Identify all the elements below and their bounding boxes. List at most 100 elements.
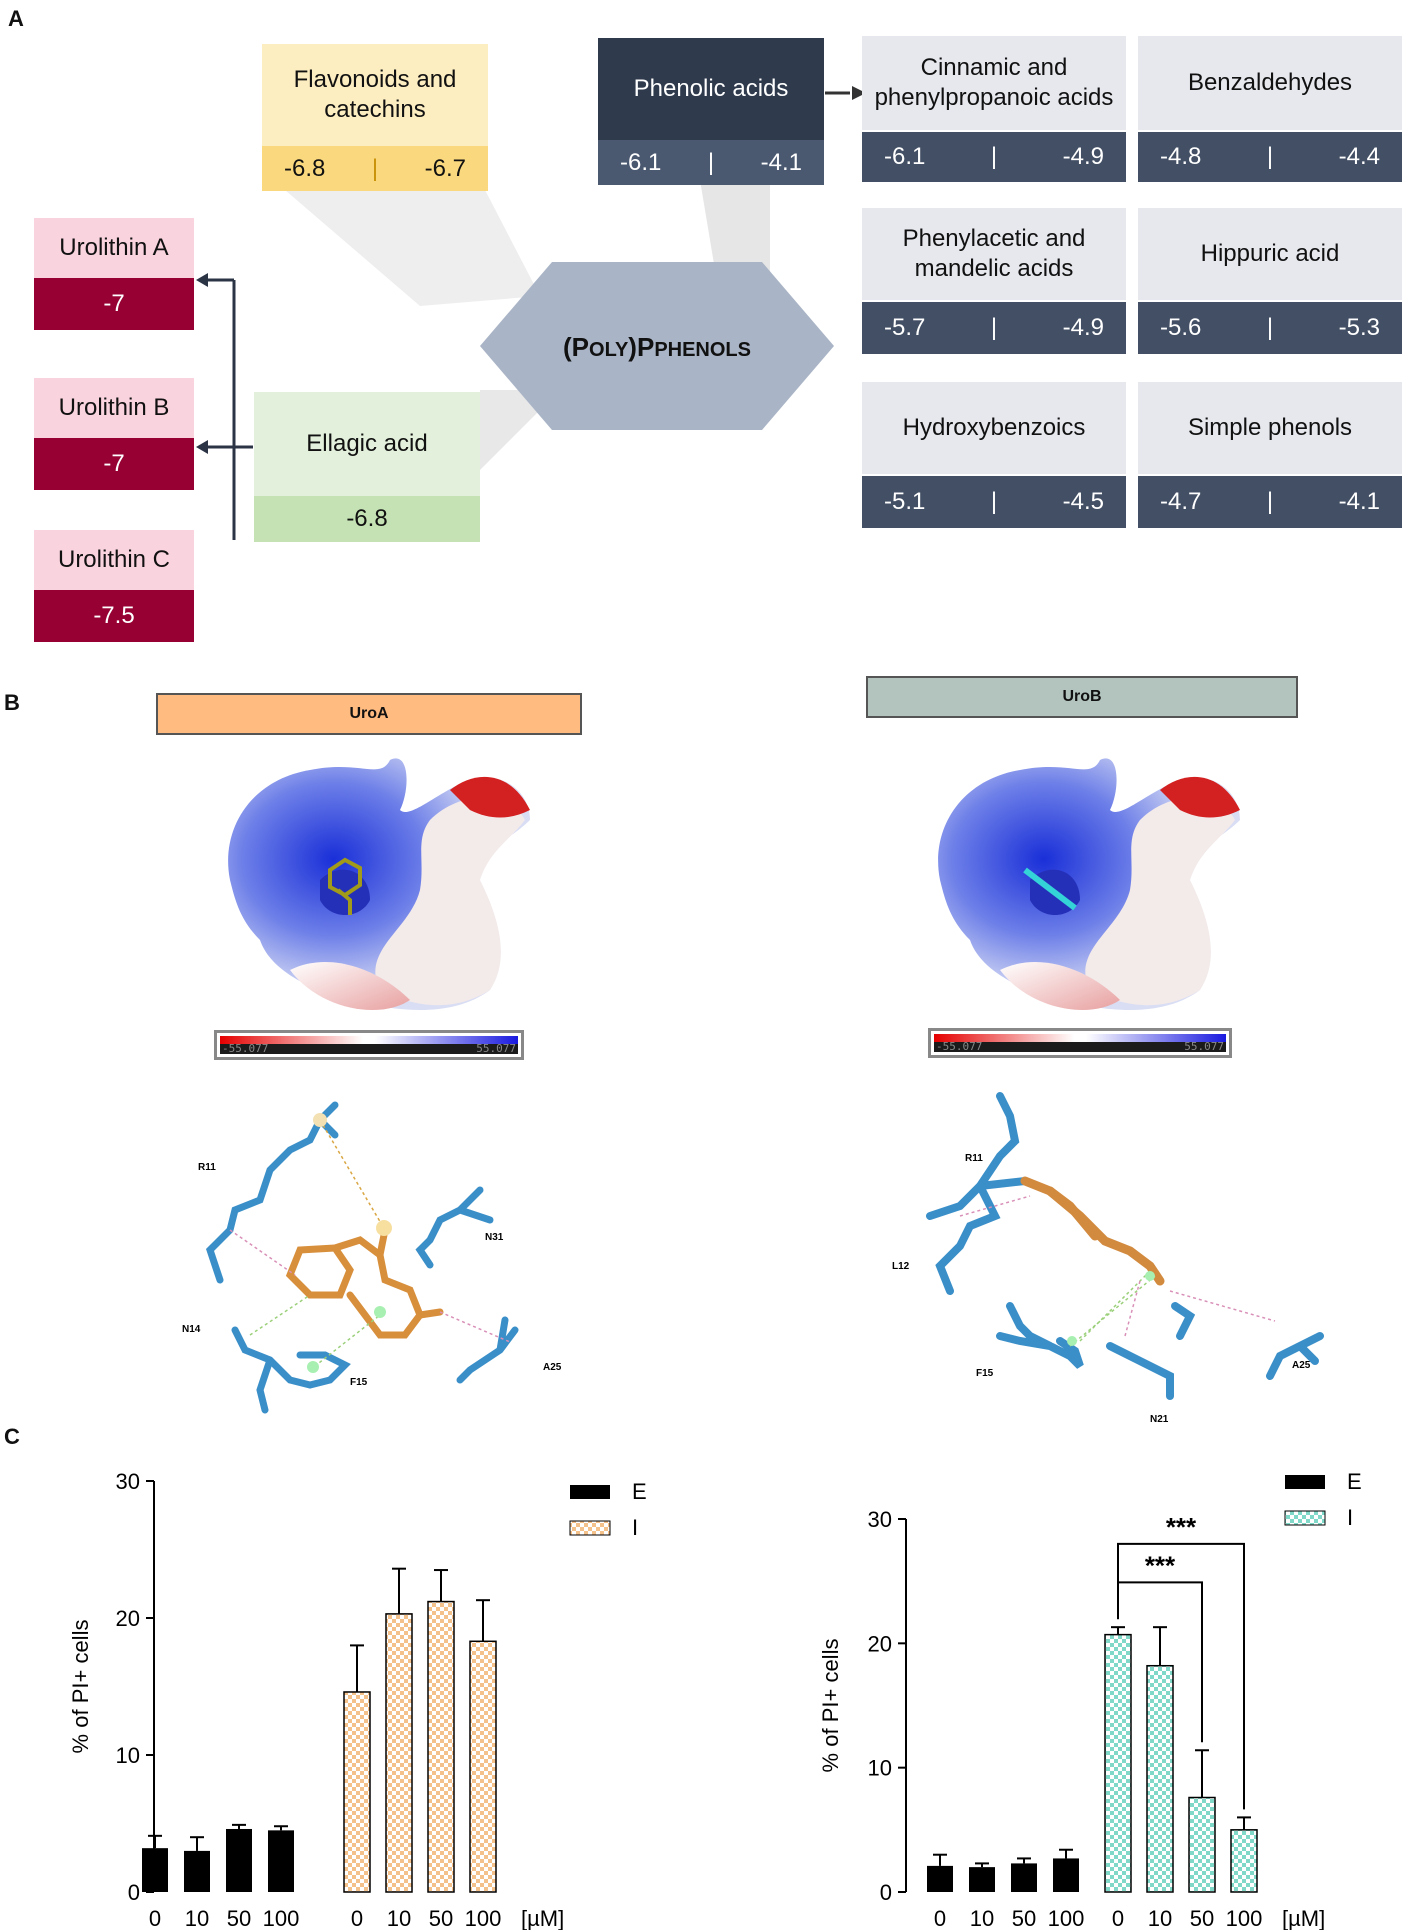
uroa-residue-n31: N31 (485, 1232, 504, 1243)
y-axis-label: % of PI+ cells (68, 1620, 93, 1754)
phenolic-acids-values: -6.1 | -4.1 (598, 140, 824, 185)
subclass-hydroxybenzoics-values: -5.1 | -4.5 (862, 476, 1126, 528)
x-tick-label: 10 (970, 1906, 994, 1930)
subclass-benzaldehydes-values: -4.8 | -4.4 (1138, 132, 1402, 182)
y-tick-label: 10 (868, 1756, 892, 1781)
x-tick-label: 100 (1226, 1906, 1263, 1930)
urob-residue-a25: A25 (1292, 1360, 1311, 1371)
phenolic-acids-sep: | (707, 148, 715, 176)
subclass-cinnamic-label: Cinnamic and phenylpropanoic acids (862, 36, 1126, 130)
urob-residue-f15: F15 (976, 1368, 994, 1379)
subclass-hydroxybenzoics-sep: | (990, 488, 998, 515)
urolithin-a-value: -7 (34, 278, 194, 330)
subclass-hippuric-min: -5.6 (1160, 314, 1202, 341)
urolithin-b-label: Urolithin B (34, 378, 194, 438)
subclass-hydroxybenzoics-max: -4.5 (1062, 488, 1104, 515)
subclass-benzaldehydes-sep: | (1266, 143, 1274, 170)
bar-E-10 (184, 1850, 210, 1892)
y-tick-label: 10 (116, 1743, 140, 1768)
subclass-benzaldehydes-label: Benzaldehydes (1138, 36, 1402, 130)
subclass-simple-phenols-min: -4.7 (1160, 488, 1202, 515)
uroa-colorscale: -55.077 55.077 (214, 1030, 524, 1060)
flavonoids-max: -6.7 (424, 154, 466, 182)
subclass-cinnamic-values: -6.1 | -4.9 (862, 132, 1126, 182)
polyphenols-label: (POLY)PPHENOLS (563, 332, 751, 362)
unit-label: [µM] (521, 1906, 564, 1930)
urob-residue-l12: L12 (892, 1261, 910, 1272)
subclass-simple-phenols-sep: | (1266, 488, 1274, 515)
urob-residue-r11: R11 (965, 1153, 983, 1164)
flavonoid-connector (285, 190, 540, 306)
subclass-simple-phenols-values: -4.7 | -4.1 (1138, 476, 1402, 528)
uroa-residue-f15: F15 (350, 1377, 368, 1388)
y-tick-label: 20 (868, 1631, 892, 1656)
flavonoids-label: Flavonoids and catechins (262, 44, 488, 146)
bar-I-10 (385, 1613, 413, 1893)
significance-label: *** (1166, 1512, 1197, 1542)
x-tick-label: 0 (934, 1906, 946, 1930)
subclass-hippuric-max: -5.3 (1338, 314, 1380, 341)
flavonoids-min: -6.8 (284, 154, 326, 182)
ellagic-acid-label: Ellagic acid (254, 392, 480, 496)
phenolic-acids-max: -4.1 (760, 148, 802, 176)
legend-label-I: I (1347, 1505, 1353, 1530)
x-tick-label: 10 (185, 1906, 209, 1930)
y-axis-label: % of PI+ cells (818, 1639, 843, 1773)
x-tick-label: 50 (1190, 1906, 1214, 1930)
urolithin-c-label: Urolithin C (34, 530, 194, 590)
y-tick-label: 0 (128, 1880, 140, 1905)
x-tick-label: 100 (465, 1906, 502, 1930)
subclass-phenylacetic-label: Phenylacetic and mandelic acids (862, 208, 1126, 300)
subclass-cinnamic-min: -6.1 (884, 143, 926, 170)
urob-scale-max: 55.077 (1184, 1040, 1224, 1053)
uroa-scale-min: -55.077 (222, 1042, 269, 1055)
uroa-interaction-diagram: R11 N31 N14 F15 A25 (182, 1101, 562, 1414)
bar-I-0 (343, 1691, 371, 1893)
uroa-title: UroA (156, 693, 582, 735)
subclass-hippuric-label: Hippuric acid (1138, 208, 1402, 300)
ellagic-acid-value: -6.8 (254, 496, 480, 542)
bar-I-0 (1104, 1633, 1132, 1893)
uroa-surface (228, 758, 531, 1010)
uro-b-arrow-head (196, 440, 208, 454)
panel-letter-a: A (8, 6, 24, 31)
uroa-residue-r11: R11 (198, 1162, 216, 1173)
subclass-simple-phenols-label: Simple phenols (1138, 382, 1402, 474)
y-tick-label: 0 (880, 1880, 892, 1905)
x-tick-label: 10 (387, 1906, 411, 1930)
x-tick-label: 100 (1048, 1906, 1085, 1930)
subclass-benzaldehydes-min: -4.8 (1160, 143, 1202, 170)
subclass-cinnamic-sep: | (990, 143, 998, 170)
x-tick-label: 0 (149, 1906, 161, 1930)
urob-interaction-diagram: R11 L12 F15 N21 A25 (892, 1092, 1324, 1425)
x-tick-label: 10 (1148, 1906, 1172, 1930)
x-tick-label: 100 (263, 1906, 300, 1930)
subclass-hydroxybenzoics-label: Hydroxybenzoics (862, 382, 1126, 474)
subclass-phenylacetic-sep: | (990, 314, 998, 341)
x-tick-label: 0 (1112, 1906, 1124, 1930)
urob-title: UroB (866, 676, 1298, 718)
bar-I-50 (1188, 1796, 1216, 1893)
subclass-phenylacetic-max: -4.9 (1062, 314, 1104, 341)
legend-label-E: E (632, 1479, 647, 1504)
legend-swatch-E (570, 1485, 610, 1499)
y-tick-label: 30 (868, 1507, 892, 1532)
bar-I-10 (1146, 1664, 1174, 1893)
panel-letter-c: C (4, 1424, 20, 1449)
uro-a-arrow-head (196, 273, 208, 287)
bar-E-50 (1011, 1863, 1037, 1892)
legend-swatch-E (1285, 1475, 1325, 1489)
bar-I-100 (469, 1640, 497, 1893)
bar-E-50 (226, 1828, 252, 1892)
phenolic-acids-min: -6.1 (620, 148, 662, 176)
subclass-simple-phenols-max: -4.1 (1338, 488, 1380, 515)
bar-E-100 (268, 1830, 294, 1892)
y-tick-label: 30 (116, 1469, 140, 1494)
significance-bracket (1117, 1542, 1245, 1810)
flavonoids-values: -6.8 | -6.7 (262, 146, 488, 191)
legend-swatch-I (569, 1520, 611, 1536)
subclass-phenylacetic-min: -5.7 (884, 314, 926, 341)
bar-E-10 (969, 1867, 995, 1892)
